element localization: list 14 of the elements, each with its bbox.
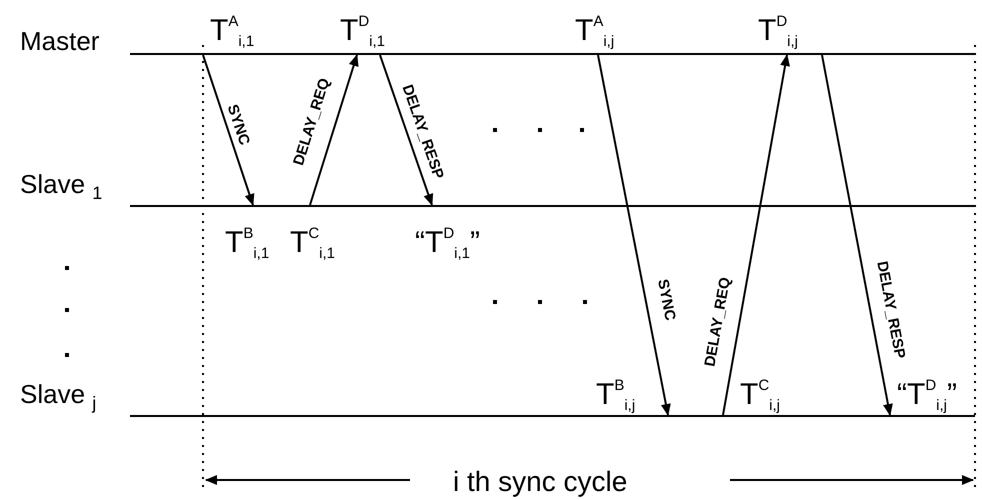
edge-label: SYNC — [654, 278, 678, 322]
arrow — [379, 54, 434, 206]
arrow — [202, 54, 254, 206]
edge-label: SYNC — [224, 102, 252, 148]
arrow — [722, 54, 790, 416]
timestamp-label: “T$^{D}$$_{i,1}$” — [415, 224, 480, 264]
arrow — [821, 54, 893, 416]
dimension-label: i th sync cycle — [453, 466, 628, 498]
arrow — [597, 54, 671, 416]
timestamp-label: “T$^{D}$$_{i,j}$” — [897, 376, 958, 416]
arrow — [309, 54, 358, 206]
lifeline-label: Slave $_{j}$ — [20, 380, 98, 415]
lifeline-label: Slave $_{1}$ — [20, 170, 104, 205]
lifeline-label: Master — [20, 27, 100, 55]
